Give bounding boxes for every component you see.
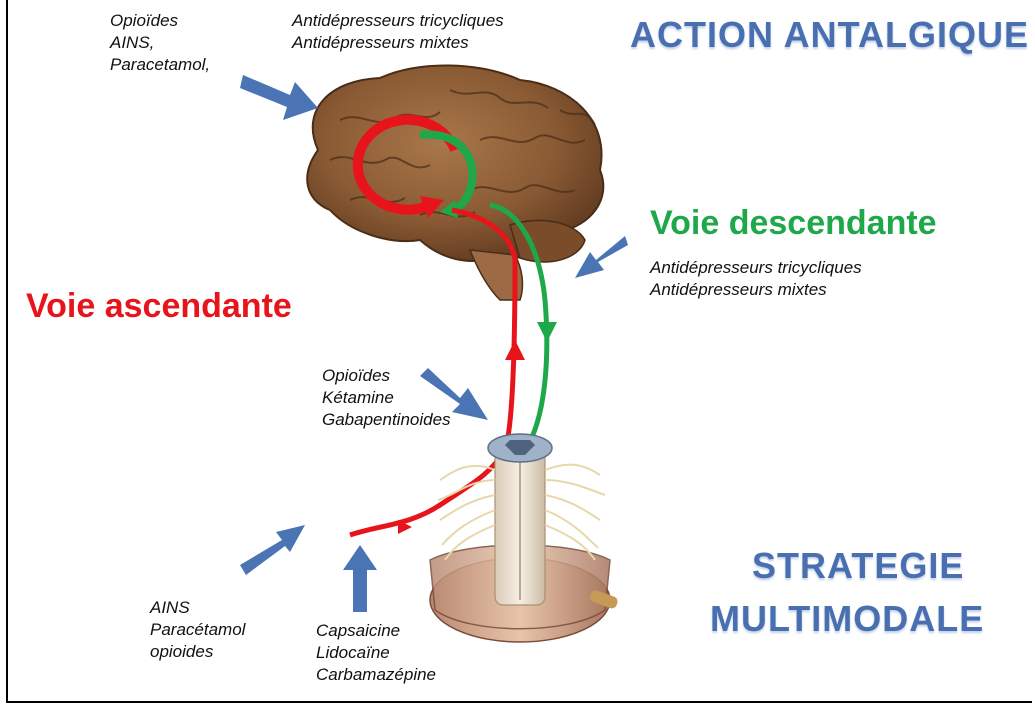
arrow-spinal bbox=[420, 368, 488, 420]
title-action-antalgique: ACTION ANTALGIQUE bbox=[630, 14, 1029, 55]
drug-label: Paracetamol, bbox=[110, 55, 211, 74]
drug-label: opioides bbox=[150, 642, 214, 661]
drug-arrows bbox=[240, 75, 628, 612]
spinal-drugs: Opioïdes Kétamine Gabapentinoides bbox=[322, 365, 451, 431]
drug-label: Capsaicine bbox=[316, 621, 401, 640]
descending-pathway bbox=[489, 202, 557, 452]
drug-label: AINS bbox=[150, 598, 190, 617]
peripheral-bottom-drugs: Capsaicine Lidocaïne Carbamazépine bbox=[316, 620, 436, 686]
voie-ascendante-label: Voie ascendante bbox=[26, 287, 292, 325]
arrow-peripheral-bottom bbox=[343, 545, 377, 612]
drug-label: Antidépresseurs mixtes bbox=[292, 33, 469, 52]
brain-left-drugs: Opioïdes AINS, Paracetamol, bbox=[110, 10, 210, 76]
brain-illustration bbox=[306, 64, 605, 301]
drug-label: Paracétamol bbox=[150, 620, 246, 639]
drug-label: AINS, bbox=[110, 33, 155, 52]
spinal-cord-illustration bbox=[429, 433, 618, 643]
arrow-peripheral-left bbox=[240, 525, 305, 575]
brain-top-drugs: Antidépresseurs tricycliques Antidépress… bbox=[292, 10, 504, 54]
arrow-brain-left bbox=[240, 75, 318, 120]
drug-label: Opioïdes bbox=[110, 11, 179, 30]
drug-label: Opioïdes bbox=[322, 366, 391, 385]
drug-label: Antidépresseurs tricycliques bbox=[650, 258, 862, 277]
drug-label: Antidépresseurs tricycliques bbox=[292, 11, 504, 30]
drug-label: Lidocaïne bbox=[316, 643, 390, 662]
figure-frame bbox=[6, 0, 1032, 703]
drug-label: Carbamazépine bbox=[316, 665, 437, 684]
ascending-loop-arrow bbox=[352, 114, 460, 218]
title-strategie: STRATEGIE bbox=[752, 545, 965, 586]
drug-label: Gabapentinoides bbox=[322, 410, 451, 429]
descending-drugs: Antidépresseurs tricycliques Antidépress… bbox=[650, 257, 862, 301]
arrow-descending bbox=[575, 236, 628, 278]
drug-label: Antidépresseurs mixtes bbox=[650, 280, 827, 299]
drug-label: Kétamine bbox=[322, 388, 394, 407]
peripheral-left-drugs: AINS Paracétamol opioides bbox=[150, 597, 245, 663]
voie-descendante-label: Voie descendante bbox=[650, 204, 937, 242]
title-multimodale: MULTIMODALE bbox=[710, 598, 985, 639]
